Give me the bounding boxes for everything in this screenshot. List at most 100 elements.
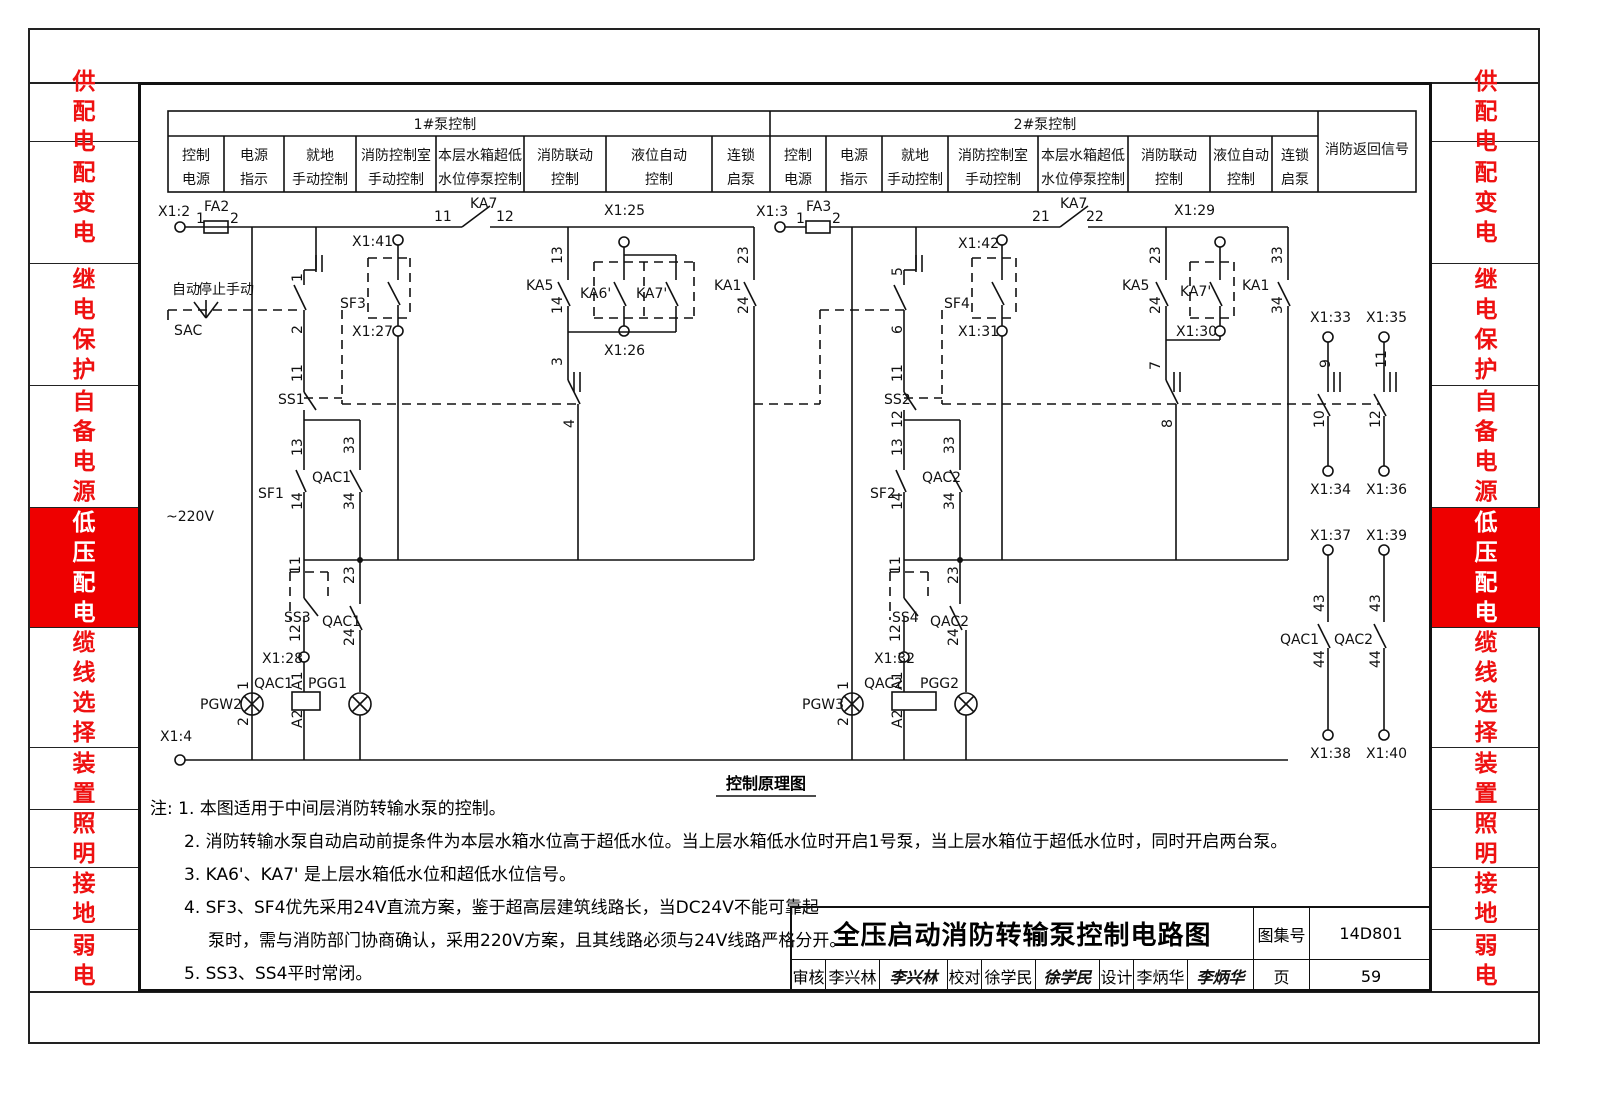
svg-text:电源: 电源 <box>240 148 268 164</box>
check-label: 校对 <box>948 960 982 992</box>
sidebar-item-low-current[interactable]: 弱电 <box>72 933 96 989</box>
svg-text:X1:39: X1:39 <box>1366 528 1407 544</box>
sidebar-item-relay-protection[interactable]: 继电保护 <box>30 264 138 386</box>
label-sf4: SF4 <box>944 296 970 312</box>
svg-text:23: 23 <box>342 566 358 584</box>
terminal-x1-3 <box>774 221 786 233</box>
svg-text:44: 44 <box>1368 650 1384 668</box>
page-label: 页 <box>1254 960 1310 992</box>
label-sf1: SF1 <box>258 486 284 502</box>
svg-text:手动控制: 手动控制 <box>965 172 1021 188</box>
sidebar-item-cable-selection[interactable]: 缆线选择 <box>30 628 138 748</box>
svg-text:A2: A2 <box>290 710 306 728</box>
svg-text:22: 22 <box>1086 209 1104 225</box>
return-signal-header: 消防返回信号 <box>1325 142 1409 158</box>
sidebar-item-grounding[interactable]: 接地 <box>1432 868 1540 930</box>
header-table: 1#泵控制 2#泵控制 消防返回信号 控制 电源 电源 指示 就地 手动控制 消… <box>167 110 1417 193</box>
label-qac2-a: QAC2 <box>922 470 961 486</box>
sidebar-item-standby-power[interactable]: 自备电源 <box>1432 386 1540 508</box>
label-qac1-a: QAC1 <box>312 470 351 486</box>
svg-text:34: 34 <box>342 492 358 510</box>
svg-text:11: 11 <box>888 556 904 574</box>
right-sidebar: 供配电 配变电 继电保护 自备电源 低压配电 缆线选择 装置 照明 接地 弱电 <box>1432 69 1540 992</box>
sidebar-item-power-supply[interactable]: 供配电 <box>30 69 138 155</box>
svg-text:11: 11 <box>890 364 906 382</box>
sidebar-item-substation[interactable]: 配变电 <box>1432 142 1540 264</box>
note-3: 3. KA6'、KA7' 是上层水箱低水位和超低水位信号。 <box>184 865 576 885</box>
lamp-pgw2 <box>240 692 264 716</box>
label-ss3: SS3 <box>284 610 311 626</box>
svg-text:23: 23 <box>1148 246 1164 264</box>
sidebar-item-substation[interactable]: 配变电 <box>30 142 138 264</box>
svg-text:电源: 电源 <box>784 172 812 188</box>
svg-text:23: 23 <box>736 246 752 264</box>
svg-text:启泵: 启泵 <box>727 172 755 188</box>
sidebar-item-lighting[interactable]: 照明 <box>1432 810 1540 868</box>
lamp-pgw3 <box>840 692 864 716</box>
svg-text:34: 34 <box>1270 296 1286 314</box>
sidebar-item-grounding[interactable]: 接地 <box>30 868 138 930</box>
sidebar-item-relay-protection[interactable]: 继电保护 <box>1432 264 1540 386</box>
svg-text:11: 11 <box>288 556 304 574</box>
svg-text:9: 9 <box>1318 359 1334 368</box>
svg-text:13: 13 <box>550 246 566 264</box>
svg-text:5: 5 <box>890 267 906 276</box>
label-pgg2: PGG2 <box>920 676 959 692</box>
label-qac1-c: QAC1 <box>254 676 293 692</box>
svg-text:控制: 控制 <box>645 172 673 188</box>
svg-text:12: 12 <box>496 209 514 225</box>
svg-text:2: 2 <box>230 211 239 227</box>
svg-text:33: 33 <box>942 436 958 454</box>
svg-text:11: 11 <box>290 364 306 382</box>
svg-text:液位自动: 液位自动 <box>1213 148 1269 164</box>
label-x1-26: X1:26 <box>604 343 645 359</box>
svg-text:4: 4 <box>562 419 578 428</box>
pump2-circuit: X1:3 FA3 1 2 21 KA7 22 X1:29 5 6 11 SS2 … <box>754 196 1380 760</box>
svg-text:X1:35: X1:35 <box>1366 310 1407 326</box>
svg-text:11: 11 <box>434 209 452 225</box>
drawing-title: 全压启动消防转输泵控制电路图 <box>792 908 1254 960</box>
svg-text:23: 23 <box>946 566 962 584</box>
sidebar-item-devices[interactable]: 装置 <box>1432 748 1540 810</box>
svg-text:24: 24 <box>342 628 358 646</box>
label-sf3: SF3 <box>340 296 366 312</box>
sidebar-item-lighting[interactable]: 照明 <box>30 810 138 868</box>
svg-text:指示: 指示 <box>240 172 268 188</box>
svg-text:指示: 指示 <box>840 172 868 188</box>
svg-text:A1: A1 <box>890 672 906 690</box>
sidebar-item-devices[interactable]: 装置 <box>30 748 138 810</box>
label-ka7p-1: KA7' <box>636 286 667 302</box>
reviewer-signature: 李兴林 <box>880 960 948 992</box>
label-x1-2: X1:2 <box>158 204 190 220</box>
sidebar-item-lv-distribution[interactable]: 低压配电 <box>1432 508 1540 628</box>
sidebar-item-power-supply[interactable]: 供配电 <box>1432 69 1540 155</box>
note-5: 5. SS3、SS4平时常闭。 <box>184 964 373 984</box>
svg-text:24: 24 <box>736 296 752 314</box>
label-x1-41: X1:41 <box>352 234 393 250</box>
atlas-number: 14D801 <box>1310 908 1432 960</box>
label-x1-3: X1:3 <box>756 204 788 220</box>
label-fa2: FA2 <box>204 199 229 215</box>
svg-text:12: 12 <box>1368 410 1384 428</box>
diagram-title: 控制原理图 <box>726 774 806 793</box>
sidebar-item-low-current[interactable]: 弱电 <box>1474 933 1498 989</box>
label-sf2: SF2 <box>870 486 896 502</box>
sidebar-item-standby-power[interactable]: 自备电源 <box>30 386 138 508</box>
label-ka5-2: KA5 <box>1122 278 1149 294</box>
label-pgw2: PGW2 <box>200 697 242 713</box>
svg-text:手动控制: 手动控制 <box>368 172 424 188</box>
sidebar-item-cable-selection[interactable]: 缆线选择 <box>1432 628 1540 748</box>
svg-text:12: 12 <box>890 410 906 428</box>
svg-text:13: 13 <box>890 438 906 456</box>
svg-text:8: 8 <box>1160 419 1176 428</box>
terminal-x1-2 <box>174 221 186 233</box>
svg-text:本层水箱超低: 本层水箱超低 <box>438 148 522 164</box>
label-x1-42: X1:42 <box>958 236 999 252</box>
svg-text:水位停泵控制: 水位停泵控制 <box>438 171 522 188</box>
svg-text:水位停泵控制: 水位停泵控制 <box>1041 171 1125 188</box>
label-x1-25: X1:25 <box>604 203 645 219</box>
label-x1-31: X1:31 <box>958 324 999 340</box>
sidebar-item-lv-distribution[interactable]: 低压配电 <box>30 508 138 628</box>
label-pgw3: PGW3 <box>802 697 844 713</box>
coil-qac2 <box>891 691 937 711</box>
